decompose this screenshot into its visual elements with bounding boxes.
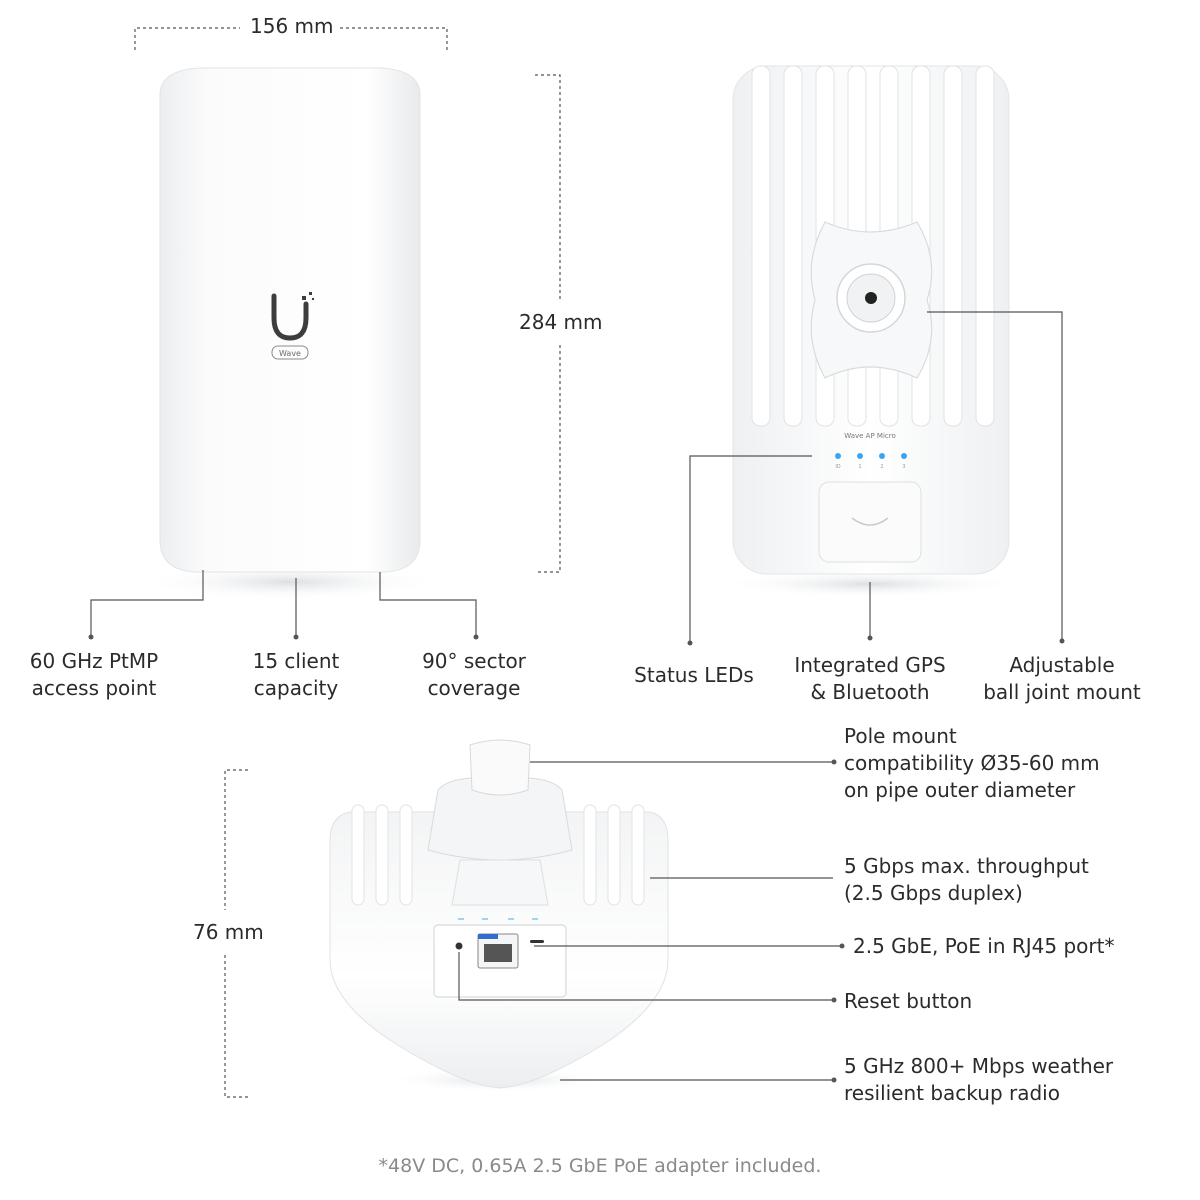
callout-line: (2.5 Gbps duplex) <box>844 881 1023 905</box>
status-led-0 <box>835 453 841 459</box>
callout-ball-joint: Adjustable ball joint mount <box>972 652 1152 706</box>
callout-line: Integrated GPS <box>794 653 946 677</box>
front-callout-lines <box>90 570 477 636</box>
led-label: 2 <box>880 464 883 470</box>
callout-status-leds: Status LEDs <box>614 662 774 689</box>
depth-dimension <box>224 769 248 1098</box>
status-led-3 <box>901 453 907 459</box>
callout-line: capacity <box>253 676 339 700</box>
device-bottom <box>329 739 669 1092</box>
device-front: Wave <box>140 67 440 600</box>
callout-sector-coverage: 90° sector coverage <box>394 648 554 702</box>
callout-line: Reset button <box>844 989 973 1013</box>
callout-line: compatibility Ø35-60 mm <box>844 751 1100 775</box>
device-back: Wave AP Micro ID 1 2 3 <box>720 65 1020 598</box>
height-dimension <box>535 74 561 573</box>
callout-line: Pole mount <box>844 724 957 748</box>
callout-line: 60 GHz PtMP <box>29 649 159 673</box>
callout-line: 15 client <box>252 649 340 673</box>
callout-rj45-port: 2.5 GbE, PoE in RJ45 port* <box>853 933 1114 960</box>
callout-line: Adjustable <box>1009 653 1115 677</box>
wave-badge-text: Wave <box>279 349 301 358</box>
status-leds <box>835 453 907 459</box>
callout-line: 2.5 GbE, PoE in RJ45 port* <box>853 934 1115 958</box>
callout-gps-bluetooth: Integrated GPS & Bluetooth <box>780 652 960 706</box>
callout-throughput: 5 Gbps max. throughput (2.5 Gbps duplex) <box>844 853 1089 907</box>
width-label: 156 mm <box>250 14 334 38</box>
width-dimension <box>134 27 448 50</box>
led-label: ID <box>835 464 840 470</box>
callout-client-capacity: 15 client capacity <box>216 648 376 702</box>
callout-60ghz: 60 GHz PtMP access point <box>14 648 174 702</box>
led-label: 3 <box>902 464 905 470</box>
callout-line: 5 GHz 800+ Mbps weather <box>844 1054 1114 1078</box>
footnote: *48V DC, 0.65A 2.5 GbE PoE adapter inclu… <box>378 1155 822 1177</box>
height-label: 284 mm <box>519 310 603 334</box>
callout-pole-mount: Pole mount compatibility Ø35-60 mm on pi… <box>844 723 1100 804</box>
callout-line: 5 Gbps max. throughput <box>844 854 1089 878</box>
callout-line: ball joint mount <box>983 680 1141 704</box>
status-led-2 <box>879 453 885 459</box>
callout-line: coverage <box>427 676 521 700</box>
callout-line: 90° sector <box>422 649 526 673</box>
callout-line: access point <box>31 676 157 700</box>
callout-line: resilient backup radio <box>844 1081 1060 1105</box>
depth-label: 76 mm <box>193 920 264 944</box>
callout-backup-radio: 5 GHz 800+ Mbps weather resilient backup… <box>844 1053 1113 1107</box>
model-label: Wave AP Micro <box>844 432 896 440</box>
bottom-callout-lines <box>458 761 841 1081</box>
callout-line: & Bluetooth <box>810 680 930 704</box>
led-label: 1 <box>858 464 861 470</box>
callout-line: on pipe outer diameter <box>844 778 1076 802</box>
callout-line: Status LEDs <box>634 663 754 687</box>
callout-reset-button: Reset button <box>844 988 972 1015</box>
status-led-1 <box>857 453 863 459</box>
back-callout-lines <box>689 311 1063 642</box>
